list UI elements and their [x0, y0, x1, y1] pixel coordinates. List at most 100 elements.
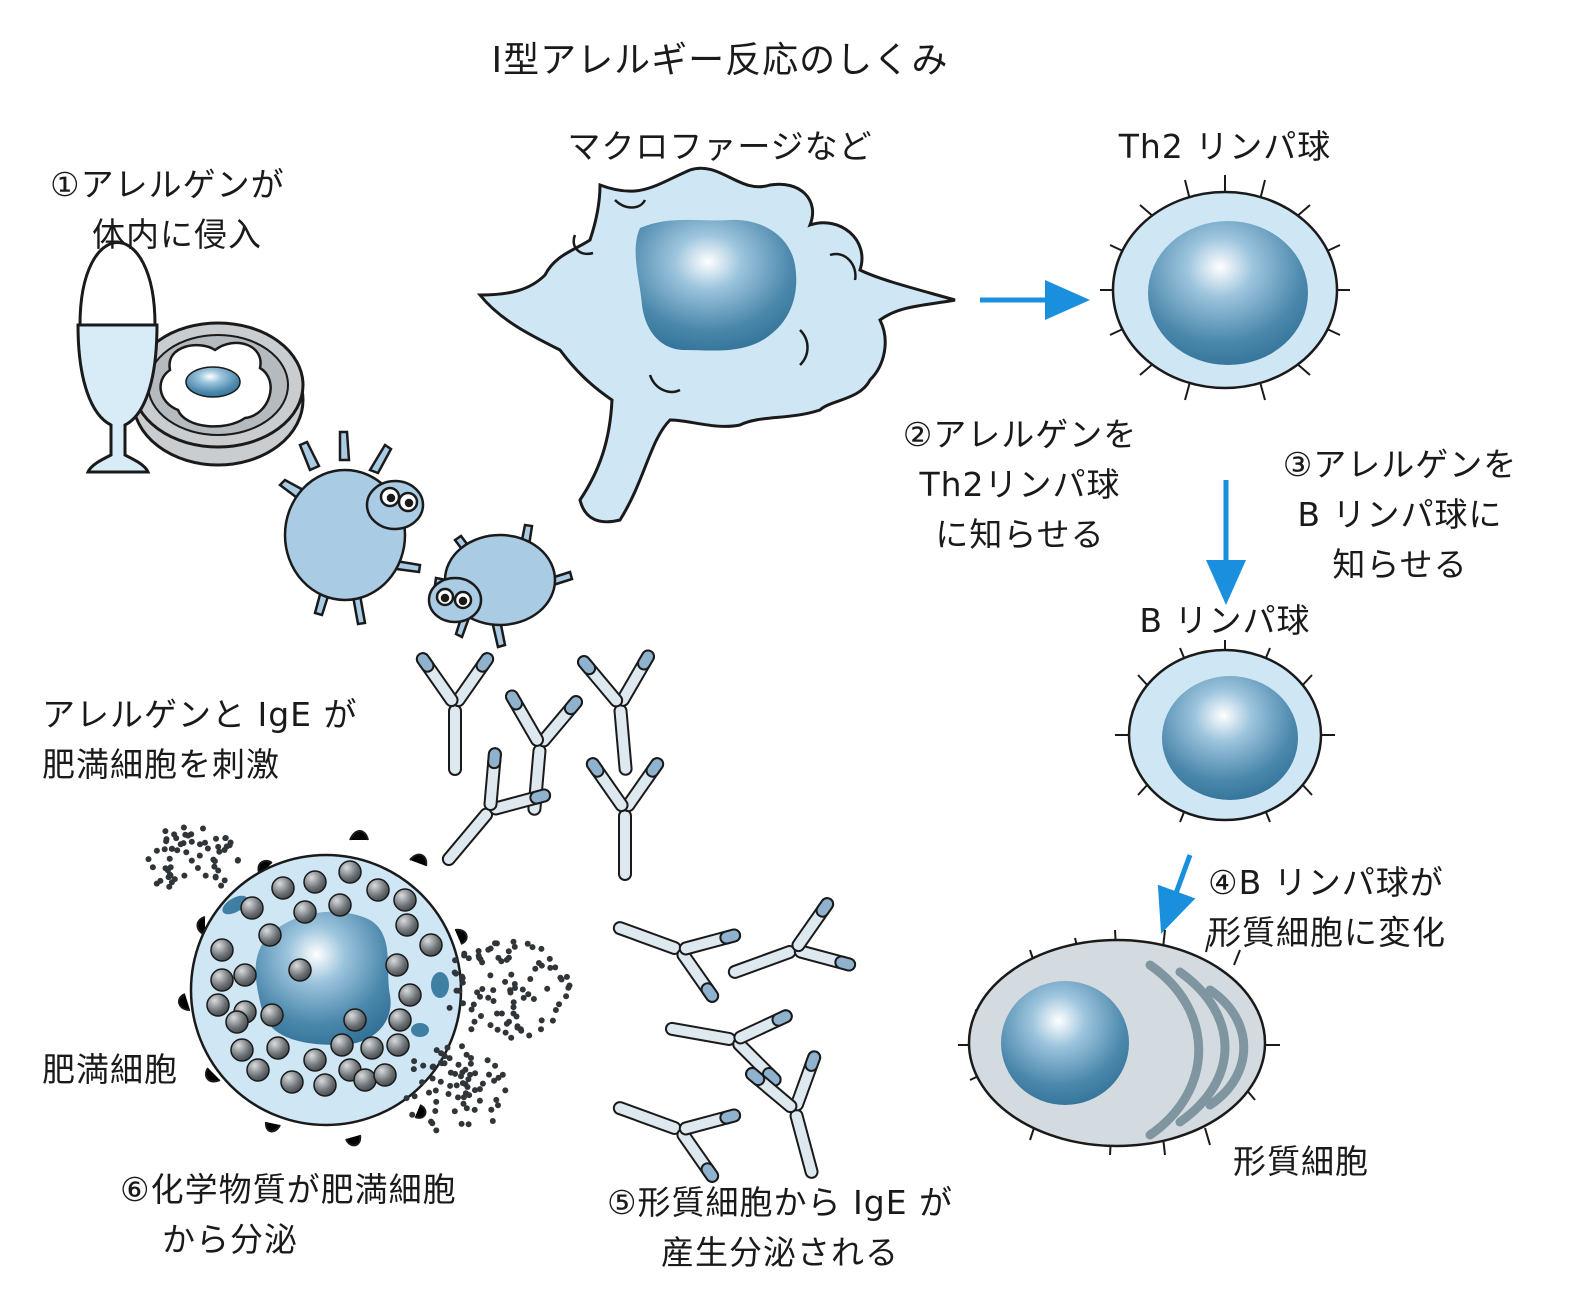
mediator-dot: [188, 838, 195, 845]
mediator-dot: [546, 955, 553, 962]
mediator-dot: [490, 998, 497, 1004]
mediator-dot: [403, 1095, 410, 1102]
step1-label: ①アレルゲンが 体内に侵入: [50, 165, 285, 254]
mediator-dot: [194, 865, 201, 871]
mediator-dot: [514, 1024, 521, 1031]
mediator-dot: [180, 824, 187, 831]
mediator-dot: [475, 948, 482, 954]
mediator-dot: [488, 1106, 495, 1113]
stimulate-label: アレルゲンと IgE が 肥満細胞を刺激: [42, 695, 358, 784]
step3-label: ③アレルゲンを B リンパ球に 知らせる: [1282, 445, 1518, 584]
mediator-dot: [463, 1051, 470, 1058]
mediator-dot: [149, 864, 156, 871]
mediator-dot: [145, 856, 152, 863]
mast-cell-label: 肥満細胞: [42, 1050, 178, 1089]
mediator-dot: [197, 841, 203, 848]
mediator-dot: [183, 849, 190, 856]
mediator-dot: [433, 1098, 440, 1105]
mediator-dot: [464, 1084, 471, 1090]
th2-label: Th2 リンパ球: [1118, 127, 1332, 166]
mediator-dot: [419, 1079, 426, 1086]
mediator-dot: [479, 986, 486, 992]
mediator-dot: [466, 1092, 473, 1099]
dust-mite-icon: [278, 430, 574, 649]
mediator-dot: [218, 882, 225, 889]
mediator-dot: [487, 972, 494, 979]
mediator-dot: [211, 863, 218, 870]
plasma-cell: [958, 929, 1280, 1156]
mediator-dot: [524, 940, 531, 947]
mediator-dot: [459, 1069, 466, 1076]
mediator-dot: [215, 843, 222, 850]
mediator-dot: [503, 1020, 510, 1027]
mediator-dot: [468, 1006, 475, 1013]
mediator-dot: [222, 835, 229, 841]
mediator-dot: [202, 872, 209, 879]
mediator-dot: [429, 1064, 436, 1070]
mediator-dot: [459, 1080, 466, 1087]
mediator-dot: [563, 993, 570, 1000]
mediator-dot: [451, 969, 458, 976]
mediator-dot: [468, 1055, 474, 1061]
mediator-dot: [556, 1001, 562, 1008]
mediator-dot: [451, 1108, 458, 1115]
mediator-dot: [432, 1087, 439, 1094]
mediator-dot: [456, 987, 463, 994]
mediator-dot: [461, 952, 468, 959]
mediator-dot: [213, 835, 219, 842]
mediator-dot: [453, 1082, 460, 1089]
mediator-dot: [510, 999, 517, 1006]
th2-lymphocyte-cell: [1100, 175, 1350, 401]
mediator-dot: [177, 841, 184, 848]
mediator-dot: [538, 1017, 545, 1024]
arrow-icon: [980, 280, 1246, 934]
mediator-dot: [446, 1004, 453, 1011]
mediator-dot: [153, 880, 160, 887]
mediator-dot: [489, 1118, 496, 1124]
mediator-dot: [476, 1086, 483, 1093]
antibody-icon: [412, 646, 861, 1190]
mediator-dot: [463, 1105, 470, 1112]
mediator-dot: [446, 1055, 453, 1062]
mediator-dot: [512, 985, 518, 991]
mediator-dot: [153, 847, 160, 854]
mediator-dot: [467, 1071, 474, 1078]
b-lymphocyte-cell: [1115, 640, 1335, 823]
mediator-dot: [169, 845, 176, 852]
mediator-dot: [465, 955, 472, 962]
step5-label: ⑤形質細胞から IgE が 産生分泌される: [606, 1183, 954, 1272]
mediator-dot: [465, 1121, 472, 1128]
mediator-dot: [429, 1120, 436, 1127]
mediator-dot: [460, 1094, 467, 1101]
mediator-dot: [460, 1100, 467, 1107]
mediator-dot: [563, 973, 570, 980]
mediator-dot: [467, 1060, 474, 1067]
mediator-dot: [493, 940, 500, 947]
mast-cell: [178, 830, 468, 1147]
mediator-dot: [566, 982, 573, 989]
mediator-dot: [166, 855, 173, 862]
mediator-dot: [520, 994, 527, 1001]
mediator-dot: [495, 1074, 502, 1081]
mediator-dot: [459, 1043, 465, 1050]
mediator-dot: [468, 1026, 475, 1033]
step2-label: ②アレルゲンを Th2リンパ球 に知らせる: [902, 415, 1138, 554]
mediator-dot: [432, 1108, 439, 1114]
mediator-dot: [505, 948, 512, 955]
b-cell-label: B リンパ球: [1139, 601, 1311, 640]
mediator-dot: [410, 1066, 417, 1073]
mediator-dot: [502, 1087, 509, 1094]
mediator-dot: [495, 954, 502, 961]
mediator-dot: [544, 985, 551, 992]
mediator-dot: [471, 1018, 478, 1025]
mediator-dot: [459, 979, 466, 986]
mediator-dot: [503, 956, 510, 963]
step4-label: ④B リンパ球が 形質細胞に変化: [1208, 863, 1446, 952]
mediator-dot: [484, 1057, 491, 1064]
mediator-dot: [495, 1102, 501, 1109]
mediator-dot: [493, 1096, 500, 1103]
mediator-dot: [465, 1076, 472, 1083]
mediator-dot: [552, 1007, 559, 1013]
mediator-dot: [441, 1053, 448, 1060]
